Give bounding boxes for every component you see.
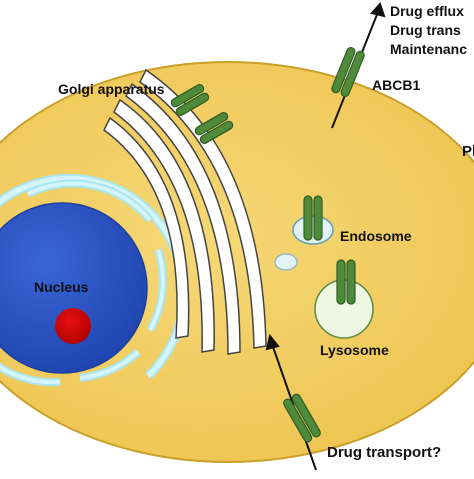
plasma-membrane-label: Pl <box>462 143 474 160</box>
abcb1-label: ABCB1 <box>372 77 421 93</box>
nucleolus <box>55 308 91 344</box>
nucleus <box>0 202 148 374</box>
nucleus-label: Nucleus <box>34 279 89 295</box>
transporter-icon <box>170 46 365 443</box>
golgi-apparatus-label: Golgi apparatus <box>58 81 165 97</box>
small-vesicle <box>274 253 298 271</box>
function-drug-efflux: Drug efflux <box>390 3 464 19</box>
endosome-label: Endosome <box>340 228 412 244</box>
function-drug-transport: Drug trans <box>390 22 461 38</box>
golgi-apparatus <box>103 68 267 355</box>
endosome-vesicle <box>292 215 334 245</box>
drug-transport-question-label: Drug transport? <box>327 444 442 461</box>
lysosome-label: Lysosome <box>320 342 389 358</box>
function-maintenance: Maintenanc <box>390 41 468 57</box>
